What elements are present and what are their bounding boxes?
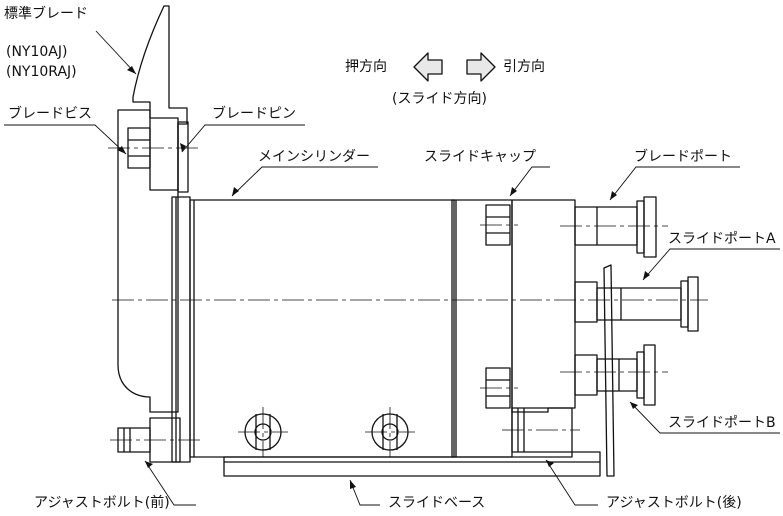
leader-main-cylinder (231, 166, 378, 197)
leader-standard-blade (95, 30, 137, 75)
label-standard-blade: 標準ブレード (4, 6, 88, 22)
slide-base (223, 451, 601, 477)
label-model-2: (NY10RAJ) (6, 64, 77, 80)
label-blade-pin: ブレードピン (212, 106, 296, 122)
front-flange (171, 196, 191, 463)
standard-blade (132, 5, 188, 191)
leader-slide-cap (509, 166, 550, 197)
label-slide-cap: スライドキャップ (424, 149, 536, 165)
leader-adjust-bolt-rear (545, 459, 598, 506)
label-adjust-bolt-rear: アジャストボルト(後) (606, 495, 742, 511)
slide-port-a (596, 287, 682, 321)
label-blade-port: ブレードポート (634, 149, 732, 165)
label-slide-port-b: スライドポートB (668, 415, 776, 431)
arrow-left-icon (413, 52, 443, 82)
label-slide-port-a: スライドポートA (668, 231, 776, 247)
leader-slide-port-b (629, 401, 780, 434)
label-blade-screw: ブレードビス (8, 106, 92, 122)
leader-adjust-bolt-front (144, 460, 196, 506)
leader-blade-screw (4, 124, 127, 155)
main-cylinder (189, 199, 455, 458)
leader-blade-port (609, 166, 740, 201)
direction-pull: 引方向 (503, 59, 545, 75)
blade-mount-plate (117, 109, 179, 413)
arrow-right-icon (466, 52, 496, 82)
slide-port-b (596, 358, 638, 392)
leader-blade-pin (181, 124, 305, 153)
label-slide-base: スライドベース (388, 495, 486, 511)
rear-block (511, 199, 576, 413)
direction-slide: (スライド方向) (392, 91, 487, 107)
leader-slide-port-a (642, 248, 780, 281)
direction-push: 押方向 (345, 59, 387, 75)
label-main-cylinder: メインシリンダー (258, 149, 370, 165)
label-model-1: (NY10AJ) (6, 44, 68, 60)
blade-pin-body (177, 121, 189, 193)
label-adjust-bolt-front: アジャストボルト(前) (34, 495, 170, 511)
leader-slide-base (349, 479, 380, 506)
rear-bracket (603, 264, 615, 477)
slide-cap (451, 199, 513, 458)
